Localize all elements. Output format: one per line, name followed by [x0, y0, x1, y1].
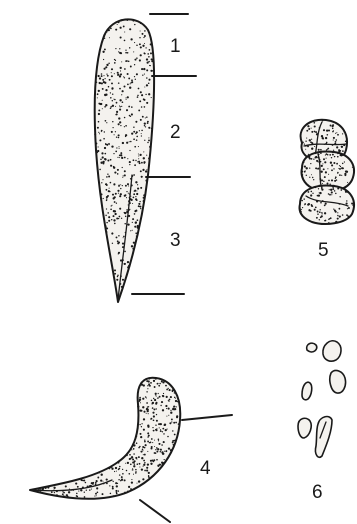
curved-specimen-base-rule [140, 500, 170, 522]
label-3: 3 [170, 230, 181, 251]
segment-stack-5 [299, 120, 355, 225]
label-5: 5 [318, 240, 329, 261]
fragments-6 [298, 341, 346, 457]
label-1: 1 [170, 36, 181, 57]
label-4: 4 [200, 458, 211, 479]
label-2: 2 [170, 122, 181, 143]
label-6: 6 [312, 482, 323, 503]
elongated-specimen [94, 19, 154, 302]
curved-specimen-pointer-rule [182, 415, 232, 420]
curved-specimen [30, 377, 180, 499]
